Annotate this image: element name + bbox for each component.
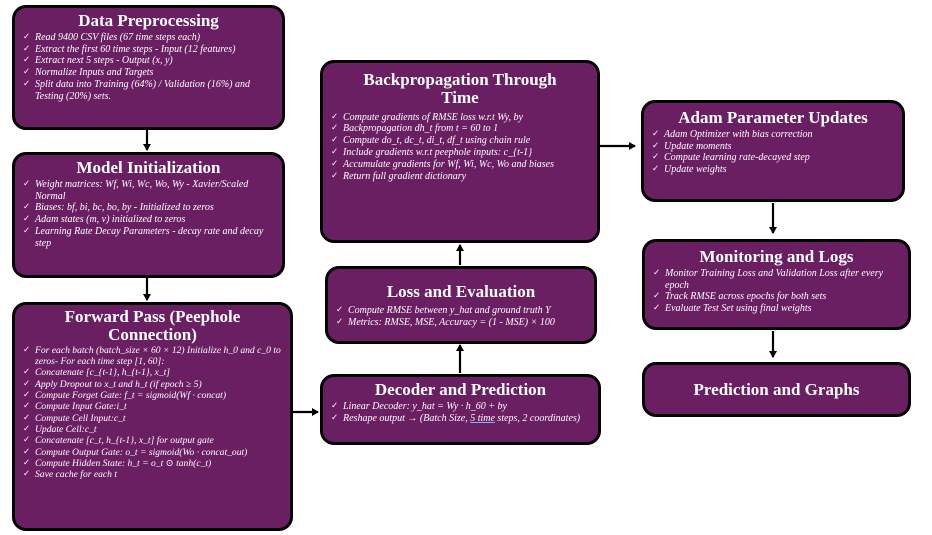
- list-item: Split data into Training (64%) / Validat…: [23, 79, 274, 103]
- list-item: Extract the first 60 time steps - Input …: [23, 44, 274, 56]
- monitoring-logs-box: Monitoring and Logs Monitor Training Los…: [642, 239, 911, 330]
- reshape-text-post: steps, 2 coordinates): [494, 412, 581, 424]
- list-item: Update Cell:c_t: [23, 424, 282, 435]
- list-item: Update moments: [652, 141, 894, 153]
- prediction-graphs-title: Prediction and Graphs: [693, 379, 860, 399]
- list-item: Include gradients w.r.t peephole inputs:…: [331, 147, 589, 159]
- forward-pass-title: Forward Pass (Peephole Connection): [64, 307, 241, 344]
- backpropagation-title: Backpropagation Through Time: [363, 70, 557, 107]
- list-item: Weight matrices: Wf, Wi, Wc, Wo, Wy - Xa…: [23, 179, 274, 203]
- backpropagation-box: Backpropagation Through Time Compute gra…: [320, 60, 600, 243]
- list-item: Compute RMSE between y_hat and ground tr…: [336, 305, 586, 317]
- data-preprocessing-title: Data Preprocessing: [78, 11, 219, 30]
- loss-evaluation-title: Loss and Evaluation: [386, 282, 536, 301]
- decoder-prediction-box: Decoder and Prediction Linear Decoder: y…: [320, 374, 601, 445]
- list-item: Accumulate gradients for Wf, Wi, Wc, Wo …: [331, 159, 589, 171]
- list-item: Concatenate [c_t, h_{t-1}, x_t] for outp…: [23, 435, 282, 446]
- model-initialization-box: Model Initialization Weight matrices: Wf…: [12, 152, 285, 278]
- list-item: Update weights: [652, 164, 894, 176]
- list-item: Extract next 5 steps - Output (x, y): [23, 55, 274, 67]
- list-item: Normalize Inputs and Targets: [23, 67, 274, 79]
- list-item: Adam states (m, v) initialized to zeros: [23, 214, 274, 226]
- list-item: Compute learning rate-decayed step: [652, 152, 894, 164]
- list-item: Backpropagation dh_t from t = 60 to 1: [331, 123, 589, 135]
- model-initialization-title: Model Initialization: [76, 158, 221, 177]
- reshape-text-pre: Reshape output → (Batch Size,: [343, 412, 471, 424]
- list-item: Evaluate Test Set using final weights: [653, 303, 900, 315]
- monitoring-logs-title: Monitoring and Logs: [699, 247, 854, 266]
- adam-updates-title: Adam Parameter Updates: [678, 108, 868, 127]
- list-item: Compute gradients of RMSE loss w.r.t Wy,…: [331, 112, 589, 124]
- list-item: Compute Forget Gate: f_t = sigmoid(Wf · …: [23, 390, 282, 401]
- list-item: Compute Output Gate: o_t = sigmoid(Wo · …: [23, 447, 282, 458]
- forward-pass-box: Forward Pass (Peephole Connection) For e…: [12, 302, 293, 531]
- data-preprocessing-box: Data Preprocessing Read 9400 CSV files (…: [12, 5, 285, 130]
- list-item: Track RMSE across epochs for both sets: [653, 291, 900, 303]
- list-item: Save cache for each t: [23, 469, 282, 480]
- list-item: Compute Hidden State: h_t = o_t ⊙ tanh(c…: [23, 458, 282, 469]
- list-item: Compute do_t, dc_t, di_t, df_t using cha…: [331, 135, 589, 147]
- prediction-graphs-box: Prediction and Graphs: [642, 362, 911, 417]
- loss-evaluation-box: Loss and Evaluation Compute RMSE between…: [325, 266, 597, 344]
- list-item: Compute Cell Input:c_t: [23, 413, 282, 424]
- list-item: Apply Dropout to x_t and h_t (if epoch ≥…: [23, 379, 282, 390]
- list-item: Read 9400 CSV files (67 time steps each): [23, 32, 274, 44]
- list-item: Reshape output → (Batch Size, 5 time ste…: [331, 413, 590, 425]
- list-item: Concatenate [c_{t-1}, h_{t-1}, x_t]: [23, 367, 282, 378]
- list-item: Return full gradient dictionary: [331, 171, 589, 183]
- reshape-text-underlined: 5 time: [470, 412, 495, 424]
- list-item: Learning Rate Decay Parameters - decay r…: [23, 226, 274, 250]
- list-item: Metrics: RMSE, MSE, Accuracy = (1 - MSE)…: [336, 317, 586, 329]
- list-item: Monitor Training Loss and Validation Los…: [653, 268, 900, 292]
- list-item: Adam Optimizer with bias correction: [652, 129, 894, 141]
- list-item: Biases: bf, bi, bc, bo, by - Initialized…: [23, 202, 274, 214]
- adam-updates-box: Adam Parameter Updates Adam Optimizer wi…: [641, 100, 905, 202]
- list-item: For each batch (batch_size × 60 × 12) In…: [23, 345, 282, 368]
- list-item: Linear Decoder: y_hat = Wy · h_60 + by: [331, 401, 590, 413]
- decoder-prediction-title: Decoder and Prediction: [374, 380, 547, 399]
- list-item: Compute Input Gate:i_t: [23, 401, 282, 412]
